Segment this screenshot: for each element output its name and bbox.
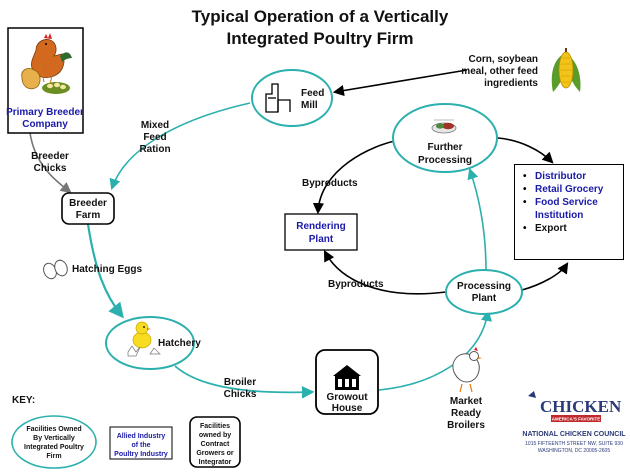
key-contract-line1: Facilities	[200, 423, 230, 430]
feed-mill-icon	[265, 83, 291, 113]
key-title: KEY:	[12, 395, 35, 406]
rendering-plant-label-line1: Rendering	[296, 221, 345, 232]
key-allied-line1: Allied Industry	[117, 433, 166, 440]
node-hatchery: Hatchery	[105, 316, 201, 370]
arrow-further-to-distribution	[497, 137, 554, 164]
chick-icon	[127, 321, 161, 357]
logo-address-line2: WASHINGTON, DC 20005-2605	[538, 448, 610, 454]
processing-plant-label-line1: Processing	[457, 281, 511, 292]
mixed-feed-label-line3: Ration	[139, 144, 170, 155]
hatchery-label: Hatchery	[158, 338, 201, 349]
byproducts-lower-label: Byproducts	[328, 279, 384, 290]
broiler-chicken-icon	[452, 347, 482, 393]
market-broilers-label-line3: Broilers	[447, 420, 485, 431]
logo-brand: CHICKEN	[540, 397, 622, 416]
arrow-byproducts-lower	[323, 250, 447, 295]
arrow-breeder-chicks	[29, 132, 72, 194]
broiler-chicks-label-line1: Broiler	[224, 377, 256, 388]
key-owned: Facilities Owned By Vertically Integrate…	[11, 415, 97, 469]
key-contract-line2: owned by	[199, 432, 231, 439]
market-broilers-label-line1: Market	[450, 396, 483, 407]
byproducts-upper-label: Byproducts	[302, 178, 358, 189]
node-growout-house: Growout House	[315, 349, 379, 415]
arrow-processing-to-distribution	[521, 262, 569, 291]
node-further-processing: Further Processing	[392, 103, 498, 173]
rendering-plant-label-line2: Plant	[309, 234, 334, 245]
key-owned-line4: Firm	[46, 453, 61, 460]
arrow-market-broilers	[378, 309, 493, 391]
rooster-hen-illustration	[21, 33, 72, 94]
arrow-to-further-processing	[467, 167, 487, 271]
key-contract: Facilities owned by Contract Growers or …	[189, 416, 241, 468]
key-allied-line3: Poultry Industry	[114, 451, 168, 458]
node-breeder-farm: Breeder Farm	[61, 192, 115, 225]
key-contract-line3: Contract	[201, 441, 230, 448]
feed-inputs-label-line2: meal, other feed	[461, 66, 538, 77]
primary-breeder-label-line2: Company	[22, 119, 68, 130]
distribution-item-retail-grocery: Retail Grocery	[523, 183, 617, 196]
breeder-farm-label-line1: Breeder	[69, 198, 107, 209]
arrow-byproducts-upper	[312, 139, 401, 215]
key-owned-line2: By Vertically	[33, 435, 75, 442]
feed-inputs-label-line1: Corn, soybean	[469, 54, 538, 65]
mixed-feed-label-line2: Feed	[143, 132, 166, 143]
logo-tagline: AMERICA'S FAVORITE	[552, 417, 601, 422]
logo-address-line1: 1015 FIFTEENTH STREET NW, SUITE 930	[525, 441, 623, 447]
breeder-farm-label-line2: Farm	[76, 210, 101, 221]
mixed-feed-label-line1: Mixed	[141, 120, 169, 131]
barn-icon	[333, 365, 361, 390]
logo-org: NATIONAL CHICKEN COUNCIL	[522, 431, 626, 438]
key-owned-line1: Facilities Owned	[26, 426, 81, 433]
broiler-chicks-label-line2: Chicks	[224, 389, 257, 400]
feed-mill-label-line1: Feed	[301, 88, 324, 99]
distribution-item-food-service: Food Service Institution	[523, 196, 617, 222]
food-plate-icon	[431, 119, 457, 134]
arrow-feed-inputs	[332, 69, 468, 97]
node-primary-breeder: Primary Breeder Company	[6, 27, 84, 134]
node-feed-mill: Feed Mill	[251, 69, 333, 127]
arrow-broiler-chicks	[174, 365, 315, 399]
node-rendering-plant: Rendering Plant	[284, 213, 358, 251]
key-allied: Allied Industry of the Poultry Industry	[109, 426, 173, 460]
corn-icon	[551, 48, 581, 92]
breeder-chicks-label-line1: Breeder	[31, 151, 69, 162]
growout-house-label-line1: Growout	[326, 392, 368, 403]
further-processing-label-line1: Further	[428, 142, 463, 153]
eggs-icon	[43, 259, 68, 280]
processing-plant-label-line2: Plant	[472, 293, 497, 304]
distribution-item-distributor: Distributor	[523, 170, 617, 183]
feed-mill-label-line2: Mill	[301, 100, 318, 111]
arrow-mixed-feed	[109, 102, 251, 191]
primary-breeder-label-line1: Primary Breeder	[6, 107, 84, 118]
distribution-box: Distributor Retail Grocery Food Service …	[514, 164, 624, 260]
hatching-eggs-label: Hatching Eggs	[72, 264, 142, 275]
key-owned-line3: Integrated Poultry	[24, 444, 84, 451]
feed-inputs-label-line3: ingredients	[484, 78, 538, 89]
market-broilers-label-line2: Ready	[451, 408, 481, 419]
ncc-logo: CHICKEN AMERICA'S FAVORITE NATIONAL CHIC…	[522, 391, 626, 454]
node-processing-plant: Processing Plant	[445, 269, 523, 315]
key-allied-line2: of the	[131, 442, 150, 449]
arrow-hatching-eggs	[86, 223, 124, 319]
growout-house-label-line2: House	[332, 403, 363, 414]
diagram-title-line1: Typical Operation of a Vertically	[192, 7, 449, 26]
distribution-item-export: Export	[523, 222, 617, 235]
further-processing-label-line2: Processing	[418, 155, 472, 166]
breeder-chicks-label-line2: Chicks	[34, 163, 67, 174]
diagram-title-line2: Integrated Poultry Firm	[226, 29, 413, 48]
key-contract-line5: Integrator	[199, 459, 232, 466]
key-contract-line4: Growers or	[196, 450, 234, 457]
